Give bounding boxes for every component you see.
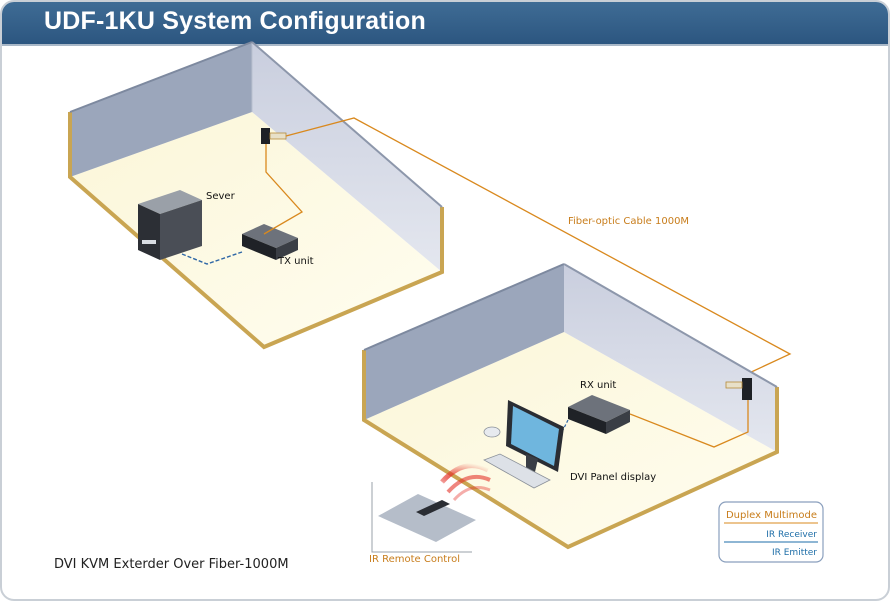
fiber-optic-cable xyxy=(285,117,792,375)
rx-unit-icon xyxy=(568,395,630,434)
room-right xyxy=(362,263,779,550)
room-right-floor-edge xyxy=(362,350,779,550)
room-left-back-wall xyxy=(70,42,252,177)
rx-fiber-cable xyxy=(629,400,749,448)
diagram-caption: DVI KVM Exterder Over Fiber-1000M xyxy=(54,557,289,572)
legend-item-ir-receiver: IR Receiver xyxy=(766,530,817,540)
server-tx-cable xyxy=(181,251,243,265)
tx-fiber-cable xyxy=(263,144,304,235)
ir-remote-control-icon xyxy=(371,482,476,553)
title-bar: UDF-1KU System Configuration xyxy=(2,2,888,46)
server-icon xyxy=(138,190,202,260)
room-left-floor-edge xyxy=(68,112,444,350)
room-left-side-wall xyxy=(252,42,442,272)
fiber-cable-label: Fiber-optic Cable 1000M xyxy=(568,216,689,227)
room-right-back-wall xyxy=(364,264,564,420)
wall-transceiver-right-icon xyxy=(725,378,752,400)
legend-item-duplex-multimode: Duplex Multimode xyxy=(726,510,817,521)
rx-unit-label: RX unit xyxy=(580,380,616,391)
room-right-floor xyxy=(364,332,777,547)
display-label: DVI Panel display xyxy=(570,472,656,483)
room-right-side-wall xyxy=(564,264,777,452)
ir-signal-icon xyxy=(440,463,491,502)
ir-remote-label: IR Remote Control xyxy=(369,554,460,565)
tx-unit-icon xyxy=(242,224,298,260)
room-left xyxy=(68,41,444,350)
legend: Duplex Multimode IR Receiver IR Emitter xyxy=(718,501,824,563)
server-label: Sever xyxy=(206,191,236,202)
page-title: UDF-1KU System Configuration xyxy=(44,7,427,35)
keyboard-icon xyxy=(483,453,551,489)
tx-unit-label: TX unit xyxy=(277,256,314,267)
mouse-icon xyxy=(483,426,501,438)
dvi-panel-display-icon xyxy=(506,400,564,472)
legend-item-ir-emitter: IR Emitter xyxy=(772,548,817,558)
